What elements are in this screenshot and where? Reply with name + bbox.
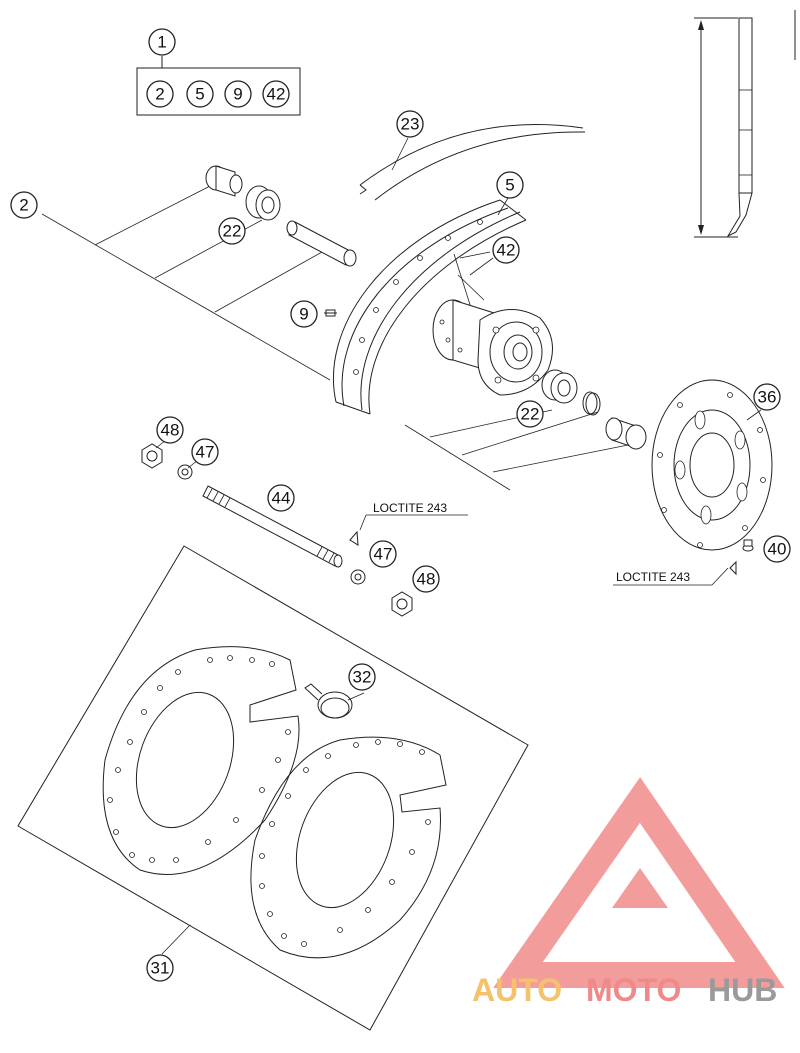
brake-disc bbox=[651, 379, 773, 551]
watermark-moto: MOTO bbox=[586, 972, 681, 1008]
sheet-holes bbox=[107, 655, 431, 947]
callout-kit-9: 9 bbox=[224, 80, 252, 108]
callout-32: 32 bbox=[348, 663, 376, 691]
callout-44: 44 bbox=[267, 484, 295, 512]
loctite-disc-leader bbox=[711, 567, 729, 586]
callout-48-bottom: 48 bbox=[412, 565, 440, 593]
distance-tube bbox=[286, 220, 357, 267]
rim-tape bbox=[359, 124, 586, 201]
callout-31: 31 bbox=[146, 954, 174, 982]
callout-9: 9 bbox=[290, 300, 318, 328]
loctite-axle-leader bbox=[359, 514, 367, 531]
axle-nut-right bbox=[391, 591, 413, 617]
svg-text:9: 9 bbox=[233, 85, 242, 104]
callout-48-top: 48 bbox=[156, 416, 184, 444]
circlip bbox=[582, 391, 601, 416]
wheel-axle bbox=[202, 485, 359, 568]
wheel-spacer-right bbox=[605, 417, 647, 450]
callout-leaders bbox=[155, 137, 762, 955]
wheel-hub bbox=[432, 299, 553, 396]
washer-right bbox=[350, 569, 366, 585]
callout-47-top: 47 bbox=[191, 438, 219, 466]
svg-text:2: 2 bbox=[19, 196, 28, 215]
svg-text:47: 47 bbox=[196, 443, 215, 462]
callout-42: 42 bbox=[492, 236, 520, 264]
svg-text:23: 23 bbox=[401, 115, 420, 134]
svg-text:2: 2 bbox=[155, 85, 164, 104]
wheel-bearing-right bbox=[541, 369, 578, 404]
svg-text:22: 22 bbox=[223, 222, 242, 241]
svg-text:5: 5 bbox=[505, 176, 514, 195]
callout-22-right: 22 bbox=[516, 400, 544, 428]
spoke-length-gauge bbox=[694, 10, 796, 238]
svg-text:9: 9 bbox=[299, 305, 308, 324]
svg-text:31: 31 bbox=[151, 959, 170, 978]
svg-text:32: 32 bbox=[353, 668, 372, 687]
callout-2: 2 bbox=[10, 191, 38, 219]
svg-text:5: 5 bbox=[195, 85, 204, 104]
rim-spoke-holes bbox=[353, 219, 483, 375]
cable-tie bbox=[304, 683, 353, 719]
callout-47-bottom: 47 bbox=[369, 540, 397, 568]
wheel-bearing-left bbox=[245, 185, 281, 221]
spoke-nipple-screw bbox=[324, 309, 337, 317]
svg-text:40: 40 bbox=[768, 540, 787, 559]
callout-5: 5 bbox=[496, 171, 524, 199]
wheel-rim bbox=[332, 199, 527, 415]
automotohub-logo-icon bbox=[493, 777, 785, 988]
svg-text:47: 47 bbox=[374, 545, 393, 564]
svg-text:42: 42 bbox=[497, 241, 516, 260]
svg-text:44: 44 bbox=[272, 489, 291, 508]
kit-box bbox=[136, 56, 301, 116]
callout-23: 23 bbox=[396, 110, 424, 138]
automotohub-watermark: AUTO MOTO HUB bbox=[472, 972, 777, 1008]
callout-kit-42: 42 bbox=[262, 80, 290, 108]
loctite-note-axle: LOCTITE 243 bbox=[373, 501, 447, 515]
svg-text:22: 22 bbox=[521, 405, 540, 424]
callout-40: 40 bbox=[763, 535, 791, 563]
disc-protection-sheet bbox=[17, 545, 529, 1031]
callout-kit-2: 2 bbox=[146, 80, 174, 108]
svg-text:36: 36 bbox=[758, 388, 777, 407]
washer-left bbox=[177, 464, 193, 480]
wheel-spacer-left bbox=[205, 165, 243, 197]
svg-text:42: 42 bbox=[267, 85, 286, 104]
callout-22-left: 22 bbox=[218, 217, 246, 245]
svg-text:48: 48 bbox=[161, 421, 180, 440]
svg-text:48: 48 bbox=[417, 570, 436, 589]
callout-kit-5: 5 bbox=[186, 80, 214, 108]
disc-bolt bbox=[729, 539, 754, 576]
callout-36: 36 bbox=[753, 383, 781, 411]
svg-text:1: 1 bbox=[157, 33, 166, 52]
watermark-auto: AUTO bbox=[472, 972, 562, 1008]
callout-1: 1 bbox=[148, 28, 176, 56]
axle-nut-left bbox=[141, 443, 163, 469]
loctite-note-disc: LOCTITE 243 bbox=[616, 570, 690, 584]
watermark-hub: HUB bbox=[708, 972, 777, 1008]
